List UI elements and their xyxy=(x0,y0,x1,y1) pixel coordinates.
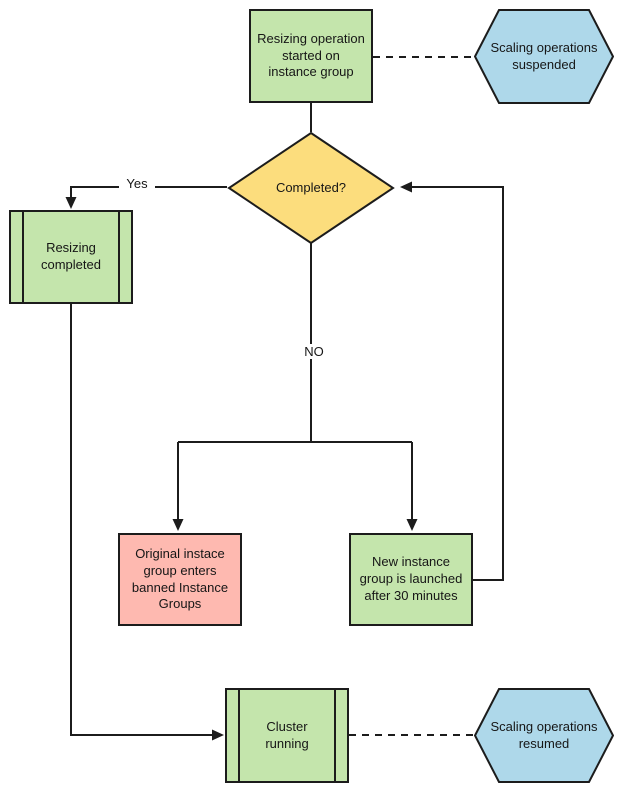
arrowhead-into-resizing-completed xyxy=(65,197,77,209)
edge-decision-yes xyxy=(70,186,227,198)
diamond-shape xyxy=(227,132,395,244)
edge-label-yes: Yes xyxy=(119,176,155,191)
node-resize-start: Resizing operation started on instance g… xyxy=(249,9,373,103)
arrowhead-into-decision xyxy=(400,181,412,193)
node-completed-decision: Completed? xyxy=(227,132,395,244)
node-scaling-suspended-label: Scaling operations suspended xyxy=(490,39,598,72)
edge-decision-no xyxy=(177,243,413,520)
node-cluster-running: Cluster running xyxy=(225,688,349,783)
node-scaling-suspended: Scaling operations suspended xyxy=(474,9,614,104)
edge-resizing-to-cluster xyxy=(70,303,213,736)
node-banned-group: Original instace group enters banned Ins… xyxy=(118,533,242,626)
arrowhead-into-banned-group xyxy=(172,519,184,531)
arrowhead-into-new-instance xyxy=(406,519,418,531)
edge-newinstance-to-decision xyxy=(412,186,504,581)
node-new-instance-label: New instance group is launched after 30 … xyxy=(359,554,463,603)
arrowheads xyxy=(65,181,418,741)
edge-label-no: NO xyxy=(297,344,331,359)
predefined-process-bar xyxy=(334,690,336,781)
arrowhead-into-cluster-running xyxy=(212,729,224,741)
node-resizing-completed-label: Resizing completed xyxy=(41,240,101,272)
node-resizing-completed: Resizing completed xyxy=(9,210,133,304)
predefined-process-bar xyxy=(238,690,240,781)
node-banned-group-label: Original instace group enters banned Ins… xyxy=(131,545,229,612)
node-new-instance: New instance group is launched after 30 … xyxy=(349,533,473,626)
predefined-process-bar xyxy=(22,212,24,302)
predefined-process-bar xyxy=(118,212,120,302)
node-completed-label: Completed? xyxy=(275,179,347,195)
node-resize-start-label: Resizing operation started on instance g… xyxy=(257,30,365,80)
hexagon-shape xyxy=(474,9,614,104)
node-scaling-resumed-label: Scaling operations resumed xyxy=(490,718,598,751)
node-scaling-resumed: Scaling operations resumed xyxy=(474,688,614,783)
node-cluster-running-label: Cluster running xyxy=(265,718,309,751)
hexagon-shape xyxy=(474,688,614,783)
